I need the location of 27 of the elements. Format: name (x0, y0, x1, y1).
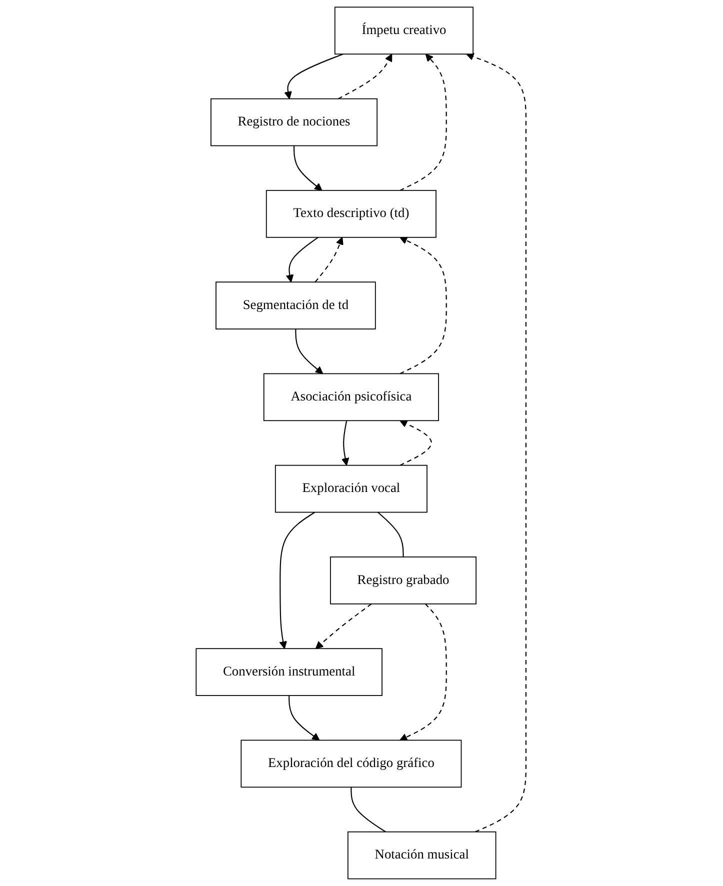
node-box: Conversión instrumental (196, 648, 383, 696)
node-box: Registro de nociones (210, 98, 378, 146)
arrow (400, 420, 432, 466)
node-box: Notación musical (348, 831, 497, 880)
node-box: Ímpetu creativo (334, 6, 474, 55)
arrow (294, 146, 323, 191)
node-box: Registro grabado (330, 556, 477, 604)
arrow (342, 420, 350, 466)
connector (378, 512, 404, 557)
node-box: Asociación psicofísica (264, 373, 440, 422)
arrow (338, 54, 393, 100)
arrow (296, 329, 324, 374)
node-box: Exploración del código gráfico (241, 740, 462, 788)
arrow (284, 54, 344, 100)
arrow (316, 603, 372, 649)
node-box: Exploración vocal (275, 464, 428, 513)
arrow (315, 237, 344, 282)
arrow (400, 604, 448, 741)
connector (351, 787, 386, 832)
arrow (280, 512, 316, 649)
arrow (286, 236, 319, 282)
arrow (466, 52, 527, 832)
node-box: Segmentación de td (216, 282, 376, 330)
arrow (400, 236, 448, 374)
arrow (400, 54, 448, 191)
arrow (288, 696, 320, 741)
node-box: Texto descriptivo (td) (266, 190, 437, 238)
